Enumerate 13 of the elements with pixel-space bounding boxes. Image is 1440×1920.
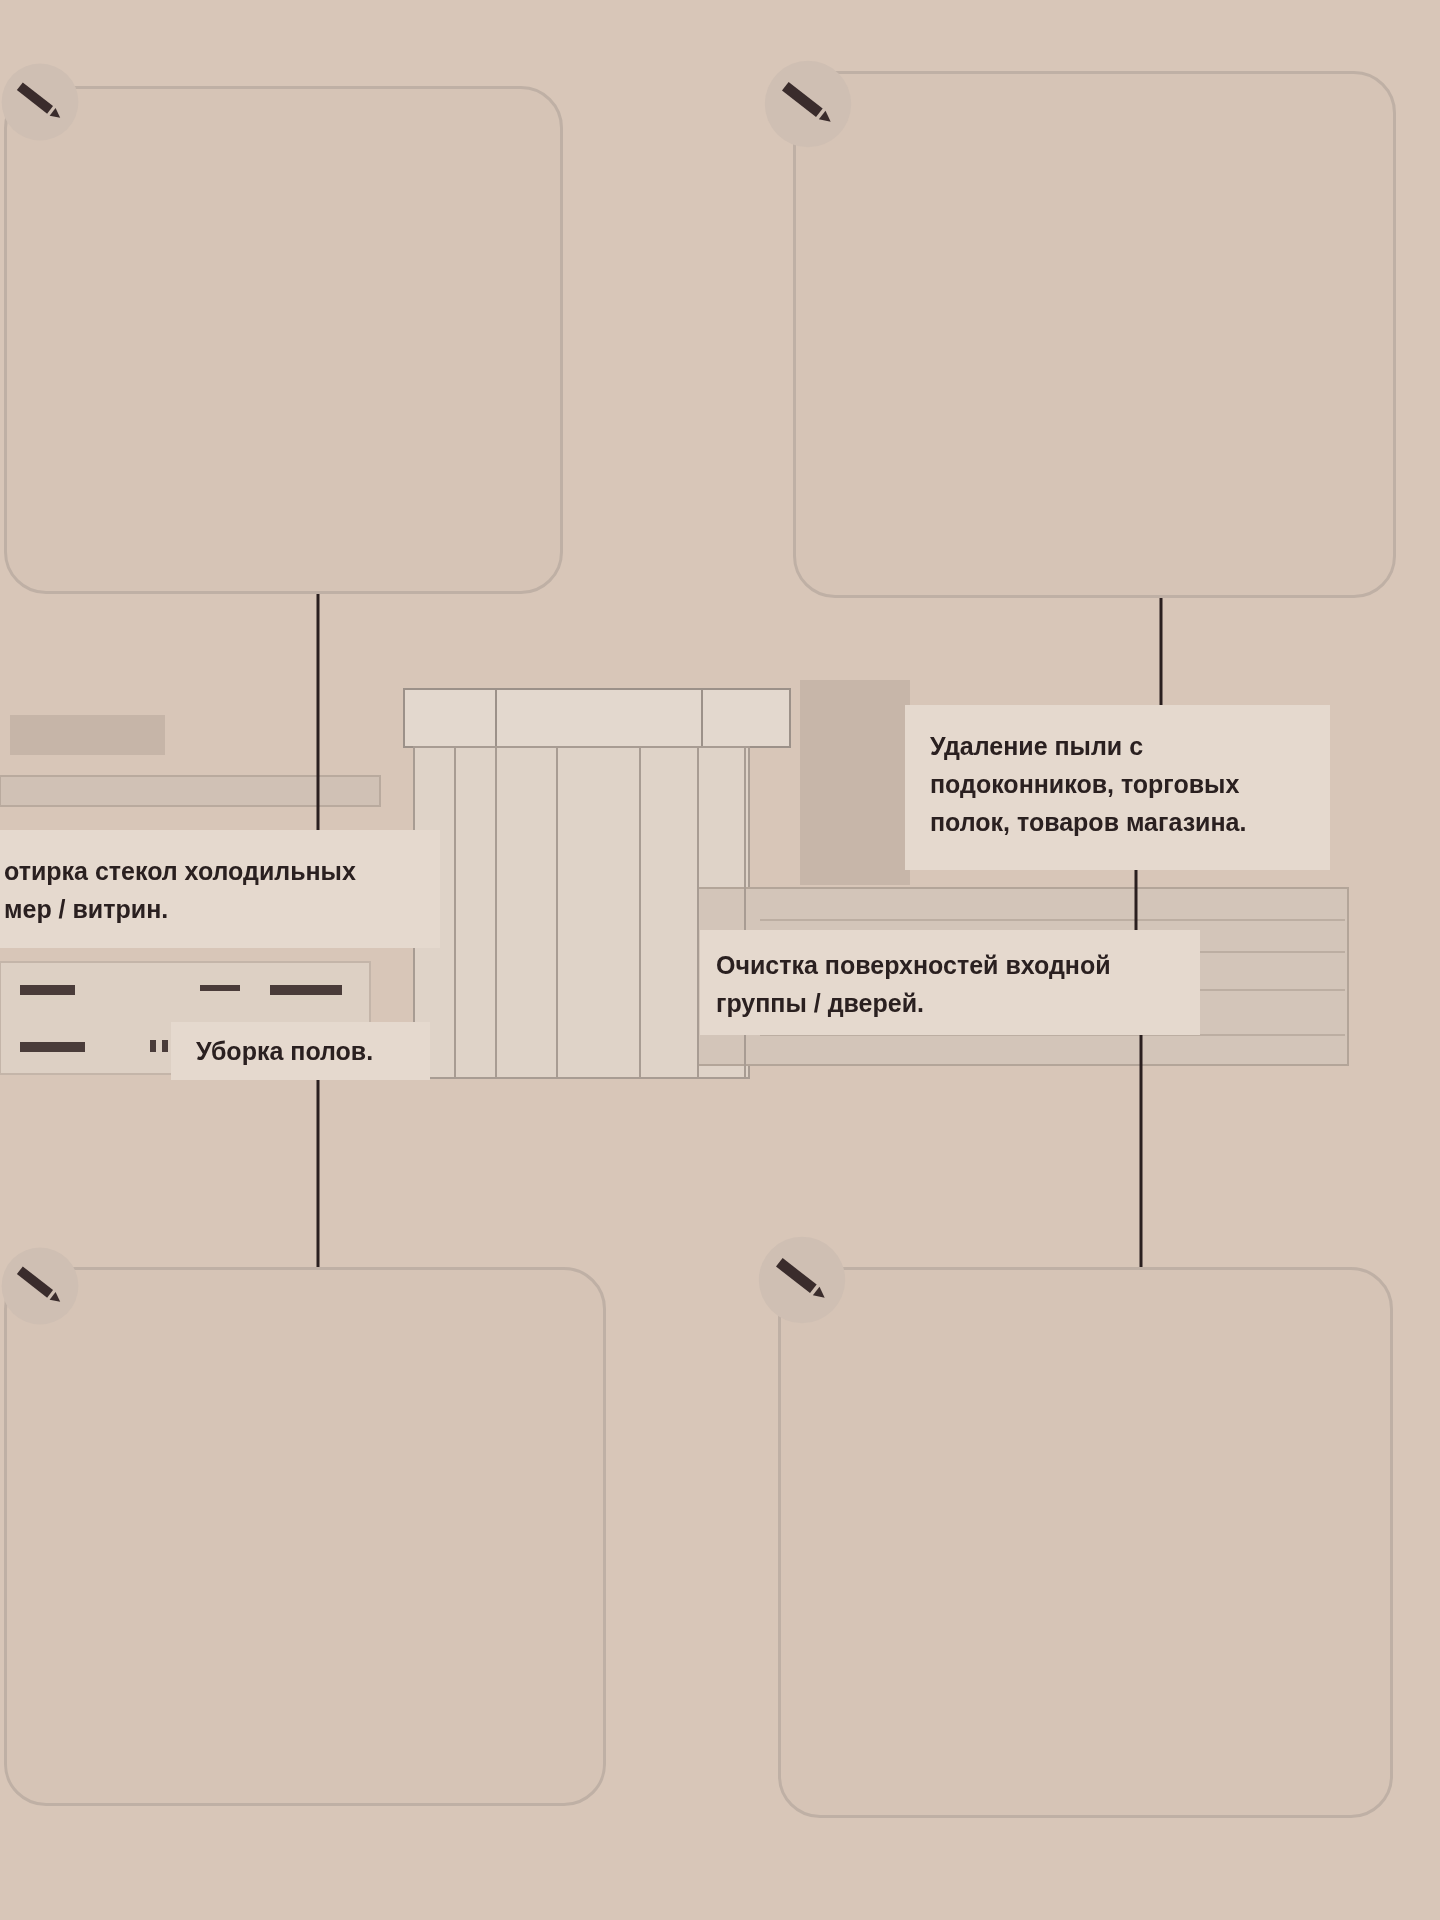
answer-box xyxy=(778,1267,1393,1818)
connector-line xyxy=(1159,598,1163,705)
task-label: Очистка поверхностей входной группы / дверей. xyxy=(700,930,1200,1035)
task-label: Удаление пыли с подоконников, торговых полок, товаров магазина. xyxy=(905,705,1330,870)
connector-line xyxy=(1134,870,1138,930)
answer-box xyxy=(4,1267,606,1806)
task-label: отирка стекол холодильных мер / витрин. xyxy=(0,830,440,948)
task-label: Уборка полов. xyxy=(171,1022,430,1080)
connector-line xyxy=(1139,1035,1143,1267)
answer-box xyxy=(4,86,563,594)
connector-line xyxy=(316,594,320,830)
connector-line xyxy=(316,1080,320,1267)
answer-box xyxy=(793,71,1396,598)
